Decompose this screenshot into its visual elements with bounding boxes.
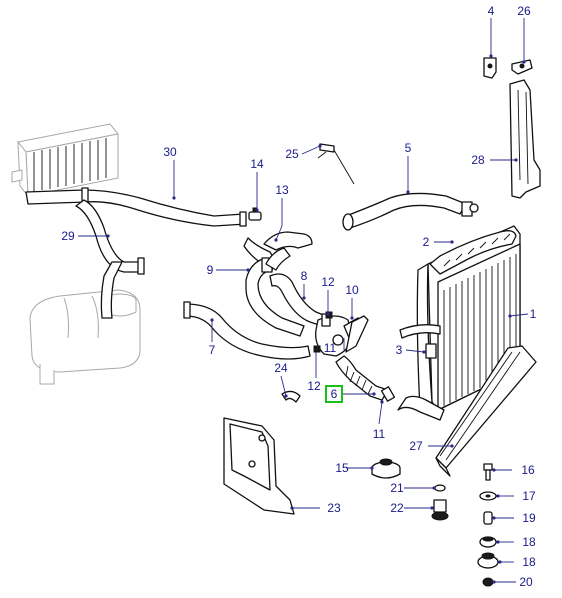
mount-18a <box>479 536 497 548</box>
radiator-end-tank-2 <box>429 230 517 275</box>
callout-27: 27 <box>409 439 423 453</box>
callout-18-lower: 18 <box>522 555 536 569</box>
shroud-23 <box>223 417 295 515</box>
mount-22 <box>431 499 449 521</box>
callout-6-highlight-box <box>325 385 343 403</box>
mount-3 <box>425 343 437 359</box>
callout-4: 4 <box>488 4 495 18</box>
nut-20 <box>482 577 494 587</box>
heater-hose-30 <box>25 187 247 227</box>
bolt-16 <box>483 463 493 481</box>
callout-11-lower: 11 <box>373 427 386 441</box>
callout-5: 5 <box>405 141 412 155</box>
callout-2: 2 <box>423 235 430 249</box>
callout-6: 6 <box>331 387 338 401</box>
deflector-27 <box>435 345 537 477</box>
callout-26: 26 <box>517 4 531 18</box>
thermostat-housing-10 <box>315 313 369 357</box>
callout-12-lower: 12 <box>307 379 321 393</box>
washer-17 <box>479 491 497 501</box>
callout-23: 23 <box>327 501 341 515</box>
heater-hose-7 <box>183 301 311 360</box>
bleed-screw-14 <box>248 207 262 221</box>
expansion-tank-context <box>29 289 141 385</box>
callout-17: 17 <box>522 489 536 503</box>
callout-29: 29 <box>61 229 75 243</box>
top-hose-5 <box>342 192 479 231</box>
mount-18b <box>477 552 499 569</box>
callout-3: 3 <box>396 343 403 357</box>
callout-22: 22 <box>390 501 404 515</box>
callout-20: 20 <box>519 575 533 589</box>
mount-15 <box>371 458 401 479</box>
ring-21 <box>434 484 446 492</box>
callout-11-upper: 11 <box>324 341 337 355</box>
heater-matrix-context <box>11 123 119 198</box>
leader-lines <box>78 18 529 583</box>
callouts: 4 26 28 5 30 14 25 13 29 2 9 8 12 10 1 7… <box>61 4 536 589</box>
heater-hose-29 <box>75 199 145 319</box>
callout-16: 16 <box>521 463 535 477</box>
sensor-25 <box>317 143 355 185</box>
callout-12-upper: 12 <box>321 275 335 289</box>
callout-14: 14 <box>250 157 264 171</box>
callout-15: 15 <box>335 461 349 475</box>
leader-dots <box>106 54 526 584</box>
callout-10: 10 <box>345 283 359 297</box>
callout-9: 9 <box>207 263 214 277</box>
callout-18-upper: 18 <box>522 535 536 549</box>
callout-7: 7 <box>209 343 216 357</box>
side-bracket-28 <box>509 79 541 199</box>
callout-8: 8 <box>301 269 308 283</box>
callout-1: 1 <box>530 307 537 321</box>
bottom-hose-6 <box>335 355 396 402</box>
callout-24: 24 <box>274 361 288 375</box>
callout-21: 21 <box>390 481 404 495</box>
bracket-26 <box>511 59 533 75</box>
bush-19 <box>483 511 493 525</box>
callout-30: 30 <box>163 145 177 159</box>
callout-25: 25 <box>285 147 299 161</box>
callout-19: 19 <box>522 511 536 525</box>
callout-28: 28 <box>471 153 485 167</box>
grommet-24 <box>281 390 301 403</box>
callout-13: 13 <box>275 183 289 197</box>
clip-4 <box>483 57 497 79</box>
